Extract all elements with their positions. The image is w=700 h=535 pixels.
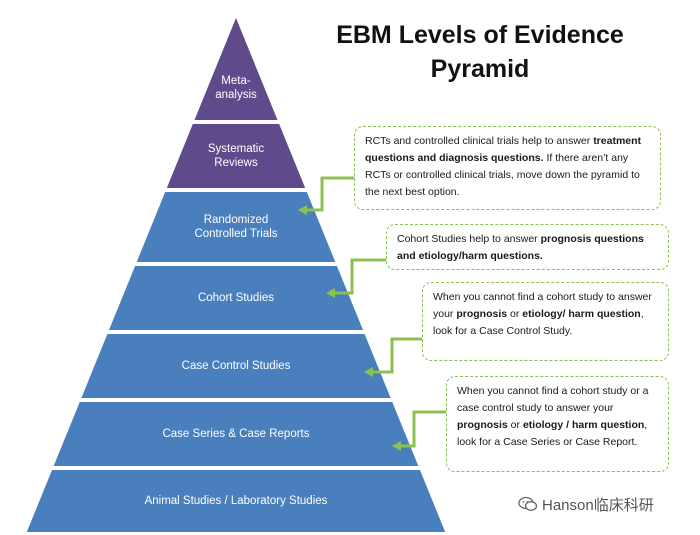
title-line-2: Pyramid <box>430 55 530 83</box>
note-text: , look for a Case Series or Case Report. <box>457 419 648 448</box>
arrow-head-icon <box>392 441 401 451</box>
level-cohort-studies-shape <box>109 266 363 330</box>
level-randomized-controlled-trials-shape <box>136 192 336 262</box>
watermark: Hanson临床科研 <box>518 494 654 516</box>
title-line-1: EBM Levels of Evidence <box>336 21 624 49</box>
note-text: or <box>507 308 523 320</box>
connector-arrow-line <box>399 410 446 448</box>
level-case-series-case-reports-label: Case Series & Case Reports <box>116 427 356 441</box>
note-emphasis: prognosis <box>457 419 508 431</box>
level-label-line: Case Series & Case Reports <box>162 428 310 440</box>
note-case-control: When you cannot find a cohort study to a… <box>422 282 669 361</box>
note-text: or <box>507 419 523 431</box>
level-label-line: Meta- <box>221 75 251 87</box>
level-cohort-studies-label: Cohort Studies <box>116 291 356 305</box>
level-label-line: Controlled Trials <box>194 228 278 240</box>
note-text: , look for a Case Control Study. <box>433 308 644 337</box>
level-case-control-studies-label: Case Control Studies <box>116 359 356 373</box>
level-animal-laboratory-studies-label: Animal Studies / Laboratory Studies <box>116 494 356 508</box>
note-rcts: RCTs and controlled clinical trials help… <box>354 126 661 210</box>
level-systematic-reviews-shape <box>166 124 306 188</box>
level-meta-analysis-shape <box>194 18 278 120</box>
note-text: When you cannot find a cohort study or a… <box>457 385 649 414</box>
note-cohort: Cohort Studies help to answer prognosis … <box>386 224 669 270</box>
note-text: Cohort Studies help to answer <box>397 233 541 245</box>
note-text: RCTs and controlled clinical trials help… <box>365 135 594 147</box>
connector-arrow-line <box>333 258 386 295</box>
level-label-line: analysis <box>215 89 257 101</box>
level-label-line: Randomized <box>203 214 269 226</box>
note-emphasis: etiology / harm question <box>522 419 645 431</box>
note-emphasis: prognosis questions and etiology/harm qu… <box>397 233 644 262</box>
note-text: If there aren’t any RCTs or controlled c… <box>365 152 640 198</box>
note-emphasis: treatment questions and diagnosis questi… <box>365 135 642 164</box>
level-label-line: Reviews <box>214 157 258 169</box>
level-animal-laboratory-studies-shape <box>26 470 446 532</box>
wechat-icon <box>518 496 538 516</box>
note-emphasis: etiology/ harm question <box>522 308 641 320</box>
note-emphasis: prognosis <box>456 308 508 320</box>
note-case-series: When you cannot find a cohort study or a… <box>446 376 669 472</box>
level-label-line: Animal Studies / Laboratory Studies <box>144 495 328 507</box>
level-case-series-case-reports-shape <box>53 402 419 466</box>
level-meta-analysis-label: Meta-analysis <box>116 74 356 102</box>
level-label-line: Cohort Studies <box>197 292 275 304</box>
arrow-head-icon <box>298 205 307 215</box>
note-text: When you cannot find a cohort study to a… <box>433 291 652 320</box>
diagram-title: EBM Levels of Evidence Pyramid <box>330 18 630 86</box>
level-case-control-studies-shape <box>81 334 391 398</box>
arrow-head-icon <box>364 367 373 377</box>
arrow-head-icon <box>326 288 335 298</box>
connector-arrow-line <box>371 337 422 374</box>
level-label-line: Systematic <box>207 143 265 155</box>
watermark-text: Hanson临床科研 <box>542 497 654 514</box>
connector-arrow-line <box>305 176 354 212</box>
level-label-line: Case Control Studies <box>181 360 291 372</box>
